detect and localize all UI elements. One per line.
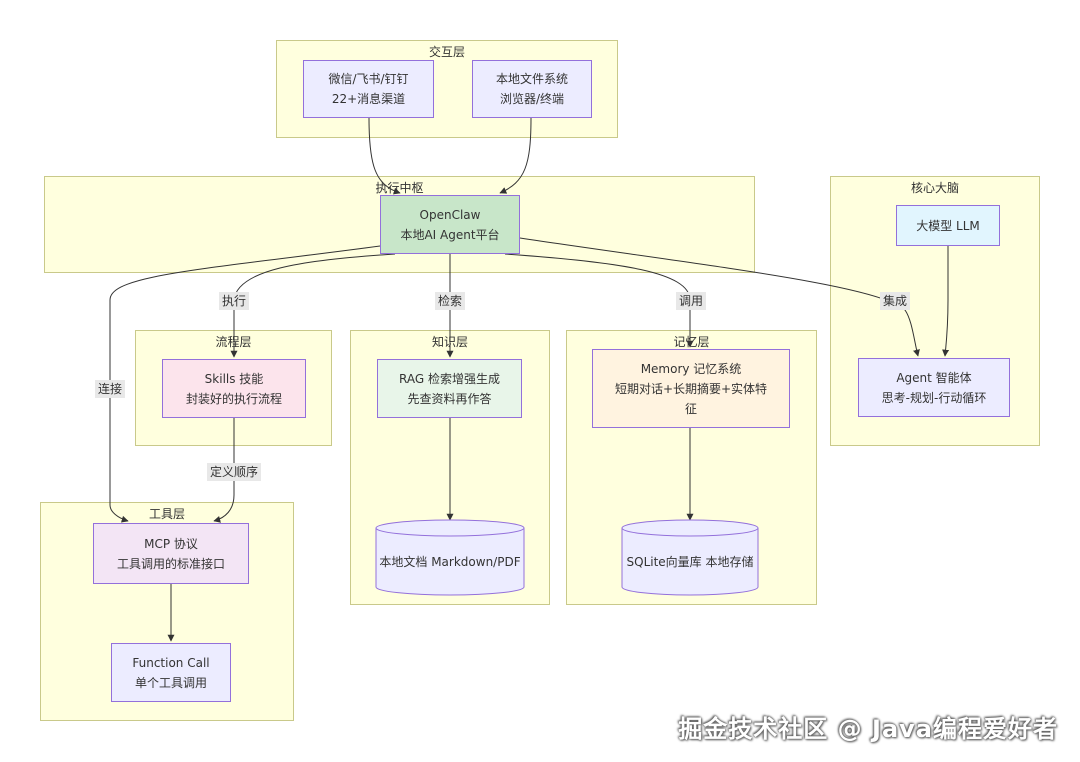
group-title: 流程层 <box>215 335 252 349</box>
edge-openclaw-mcp <box>109 245 381 523</box>
node-subtitle: 单个工具调用 <box>134 675 207 690</box>
node-title: Agent 智能体 <box>896 370 972 385</box>
node-title: 微信/飞书/钉钉 <box>328 72 409 86</box>
node-local-filesystem: 本地文件系统 浏览器/终端 <box>472 60 592 118</box>
node-title: 本地文件系统 <box>495 72 568 86</box>
node-subtitle: 22+消息渠道 <box>331 92 406 106</box>
node-subtitle: 工具调用的标准接口 <box>116 556 225 571</box>
node-subtitle: 先查资料再作答 <box>407 391 492 406</box>
edge-llm-agent <box>942 246 950 357</box>
node-title: MCP 协议 <box>144 536 198 551</box>
node-mcp: MCP 协议 工具调用的标准接口 <box>93 523 249 584</box>
group-title: 工具层 <box>148 507 185 521</box>
edge-label-execute: 执行 <box>219 292 250 310</box>
watermark: 掘金技术社区 @ Java编程爱好者 <box>678 715 1058 743</box>
group-title: 交互层 <box>428 45 465 59</box>
node-title: 大模型 LLM <box>916 218 980 233</box>
node-rag: RAG 检索增强生成 先查资料再作答 <box>377 359 522 418</box>
node-wechat-channels: 微信/飞书/钉钉 22+消息渠道 <box>303 60 434 118</box>
node-subtitle-cont: 征 <box>684 401 697 416</box>
node-memory: Memory 记忆系统 短期对话+长期摘要+实体特 征 <box>592 349 790 428</box>
edge-localfs-openclaw <box>499 117 532 194</box>
edge-label-invoke: 调用 <box>676 292 707 310</box>
node-subtitle: 浏览器/终端 <box>499 92 565 106</box>
edge-openclaw-agent <box>519 237 920 357</box>
edge-label-define-order: 定义顺序 <box>207 463 262 481</box>
node-openclaw: OpenClaw 本地AI Agent平台 <box>380 195 520 254</box>
node-subtitle: 本地AI Agent平台 <box>400 227 500 242</box>
node-local-docs: 本地文档 Markdown/PDF <box>379 555 521 569</box>
edge-wechat-openclaw <box>368 117 401 195</box>
node-title: Function Call <box>132 655 210 670</box>
node-subtitle: 思考-规划-行动循环 <box>881 390 987 405</box>
edge-openclaw-memory <box>504 253 694 348</box>
node-llm: 大模型 LLM <box>896 205 1000 246</box>
group-title: 核心大脑 <box>910 181 959 195</box>
node-sqlite: SQLite向量库 本地存储 <box>626 555 754 569</box>
node-subtitle: 封装好的执行流程 <box>185 391 282 406</box>
node-title: Memory 记忆系统 <box>640 361 742 376</box>
node-agent: Agent 智能体 思考-规划-行动循环 <box>858 358 1010 417</box>
edge-label-connect: 连接 <box>95 380 126 398</box>
edge-openclaw-skills <box>230 253 396 358</box>
edge-label-retrieve: 检索 <box>435 292 466 310</box>
edge-skills-mcp <box>213 418 235 523</box>
node-function-call: Function Call 单个工具调用 <box>111 643 231 702</box>
node-title: Skills 技能 <box>204 371 264 386</box>
cylinder-local-docs <box>375 519 525 596</box>
edge-label-integrate: 集成 <box>880 292 911 310</box>
node-skills: Skills 技能 封装好的执行流程 <box>162 359 306 418</box>
cylinder-sqlite <box>621 519 759 596</box>
node-title: OpenClaw <box>419 207 481 222</box>
node-subtitle: 短期对话+长期摘要+实体特 <box>614 381 768 396</box>
node-title: RAG 检索增强生成 <box>399 371 500 386</box>
